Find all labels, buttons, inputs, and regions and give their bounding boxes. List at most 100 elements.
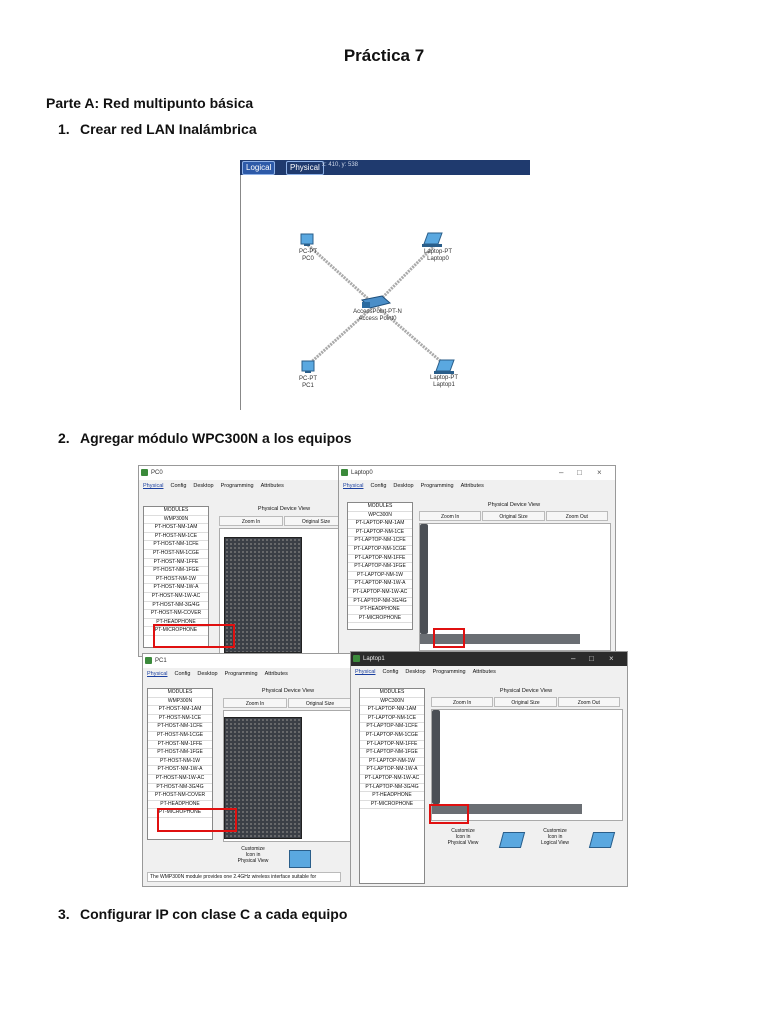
list-item[interactable]: PT-HOST-NM-3G/4G xyxy=(144,602,208,611)
list-item[interactable]: PT-HEADPHONE xyxy=(360,792,424,801)
list-item[interactable]: PT-LAPTOP-NM-1CE xyxy=(360,715,424,724)
list-item[interactable]: PT-LAPTOP-NM-1CFE xyxy=(348,537,412,546)
tab-logical[interactable]: Logical xyxy=(242,161,276,175)
zoom-in-button[interactable]: Zoom In xyxy=(223,698,287,708)
list-item[interactable]: PT-LAPTOP-NM-1FGE xyxy=(360,749,424,758)
list-item[interactable]: PT-HOST-NM-1W xyxy=(144,576,208,585)
list-item[interactable]: PT-LAPTOP-NM-1W-A xyxy=(348,580,412,589)
customize-logical-button[interactable]: Customize Icon in Logical View xyxy=(541,828,569,846)
zoom-in-button[interactable]: Zoom In xyxy=(431,697,494,707)
list-item[interactable]: PT-HOST-NM-1AM xyxy=(148,706,212,715)
tab-attributes[interactable]: Attributes xyxy=(472,669,496,675)
tab-physical[interactable]: Physical xyxy=(286,161,324,175)
tab-physical[interactable]: Physical xyxy=(355,669,376,675)
list-item[interactable]: PT-HOST-NM-1CE xyxy=(144,533,208,542)
list-item[interactable]: PT-MICROPHONE xyxy=(144,627,208,636)
physical-canvas[interactable] xyxy=(219,528,349,656)
list-item[interactable]: WPC300N xyxy=(348,512,412,521)
close-icon[interactable]: × xyxy=(597,468,602,477)
list-item[interactable]: PT-HOST-NM-1W-AC xyxy=(148,775,212,784)
zoom-out-button[interactable]: Zoom Out xyxy=(557,697,620,707)
list-item[interactable]: WMP300N xyxy=(144,516,208,525)
pc0-icon[interactable] xyxy=(300,233,314,246)
pc1-icon[interactable] xyxy=(301,360,315,373)
list-item[interactable]: PT-HOST-NM-1W-AC xyxy=(144,593,208,602)
tab-programming[interactable]: Programming xyxy=(224,671,258,677)
maximize-icon[interactable]: □ xyxy=(589,654,594,663)
list-item[interactable]: PT-HOST-NM-1FGE xyxy=(144,567,208,576)
access-point-icon[interactable] xyxy=(360,295,392,309)
modules-list[interactable]: MODULES WPC300N PT-LAPTOP-NM-1AM PT-LAPT… xyxy=(359,688,425,884)
list-item[interactable]: PT-MICROPHONE xyxy=(148,809,212,818)
close-icon[interactable]: × xyxy=(609,654,614,663)
list-item[interactable]: PT-HOST-NM-1FFE xyxy=(148,741,212,750)
list-item[interactable]: PT-HOST-NM-COVER xyxy=(148,792,212,801)
tab-attributes[interactable]: Attributes xyxy=(264,671,288,677)
tab-programming[interactable]: Programming xyxy=(220,483,254,489)
modules-list[interactable]: MODULES WPC300N PT-LAPTOP-NM-1AM PT-LAPT… xyxy=(347,502,413,630)
maximize-icon[interactable]: □ xyxy=(577,468,582,477)
list-item[interactable]: PT-LAPTOP-NM-1FFE xyxy=(360,741,424,750)
list-item[interactable]: PT-MICROPHONE xyxy=(360,801,424,810)
original-size-button[interactable]: Original Size xyxy=(482,511,545,521)
minimize-icon[interactable]: – xyxy=(559,468,564,477)
tab-attributes[interactable]: Attributes xyxy=(260,483,284,489)
tab-config[interactable]: Config xyxy=(174,671,191,677)
customize-physical-button[interactable]: Customize Icon in Physical View xyxy=(237,846,269,864)
list-item[interactable]: WPC300N xyxy=(360,698,424,707)
list-item[interactable]: PT-LAPTOP-NM-1AM xyxy=(360,706,424,715)
list-item[interactable]: PT-HOST-NM-1CGE xyxy=(144,550,208,559)
list-item[interactable]: PT-HOST-NM-1AM xyxy=(144,524,208,533)
laptop1-icon[interactable] xyxy=(434,359,455,374)
list-item[interactable]: PT-HEADPHONE xyxy=(348,606,412,615)
list-item[interactable]: PT-HOST-NM-1W-A xyxy=(148,766,212,775)
list-item[interactable]: PT-HOST-NM-1CFE xyxy=(148,723,212,732)
tab-physical[interactable]: Physical xyxy=(143,483,164,489)
tab-desktop[interactable]: Desktop xyxy=(405,669,426,675)
tab-physical[interactable]: Physical xyxy=(147,671,168,677)
list-item[interactable]: PT-HOST-NM-1W xyxy=(148,758,212,767)
list-item[interactable]: PT-HOST-NM-1FGE xyxy=(148,749,212,758)
list-item[interactable]: PT-LAPTOP-NM-1FGE xyxy=(348,563,412,572)
tab-desktop[interactable]: Desktop xyxy=(197,671,218,677)
original-size-button[interactable]: Original Size xyxy=(288,698,352,708)
list-item[interactable]: PT-LAPTOP-NM-1W xyxy=(360,758,424,767)
list-item[interactable]: PT-LAPTOP-NM-3G/4G xyxy=(348,598,412,607)
tab-physical[interactable]: Physical xyxy=(343,483,364,489)
laptop0-icon[interactable] xyxy=(422,232,443,247)
list-item[interactable]: PT-HEADPHONE xyxy=(144,619,208,628)
tab-programming[interactable]: Programming xyxy=(432,669,466,675)
list-item[interactable]: PT-HOST-NM-1W-A xyxy=(144,584,208,593)
list-item[interactable]: PT-LAPTOP-NM-1W-AC xyxy=(360,775,424,784)
list-item[interactable]: WMP300N xyxy=(148,698,212,707)
list-item[interactable]: PT-LAPTOP-NM-1CGE xyxy=(348,546,412,555)
list-item[interactable]: PT-HOST-NM-3G/4G xyxy=(148,784,212,793)
tab-desktop[interactable]: Desktop xyxy=(393,483,414,489)
list-item[interactable]: PT-LAPTOP-NM-1W xyxy=(348,572,412,581)
list-item[interactable]: PT-HOST-NM-COVER xyxy=(144,610,208,619)
tab-programming[interactable]: Programming xyxy=(420,483,454,489)
list-item[interactable]: PT-LAPTOP-NM-1CE xyxy=(348,529,412,538)
physical-canvas[interactable] xyxy=(431,709,623,821)
list-item[interactable]: PT-HOST-NM-1CE xyxy=(148,715,212,724)
list-item[interactable]: PT-HOST-NM-1FFE xyxy=(144,559,208,568)
list-item[interactable]: PT-LAPTOP-NM-3G/4G xyxy=(360,784,424,793)
list-item[interactable]: PT-LAPTOP-NM-1W-A xyxy=(360,766,424,775)
zoom-in-button[interactable]: Zoom In xyxy=(419,511,482,521)
tab-attributes[interactable]: Attributes xyxy=(460,483,484,489)
customize-physical-button[interactable]: Customize Icon in Physical View xyxy=(447,828,479,846)
list-item[interactable]: PT-HOST-NM-1CFE xyxy=(144,541,208,550)
minimize-icon[interactable]: – xyxy=(571,654,576,663)
list-item[interactable]: PT-LAPTOP-NM-1W-AC xyxy=(348,589,412,598)
tab-config[interactable]: Config xyxy=(170,483,187,489)
list-item[interactable]: PT-MICROPHONE xyxy=(348,615,412,624)
tab-config[interactable]: Config xyxy=(370,483,387,489)
list-item[interactable]: PT-LAPTOP-NM-1FFE xyxy=(348,555,412,564)
physical-canvas[interactable] xyxy=(223,710,353,842)
tab-desktop[interactable]: Desktop xyxy=(193,483,214,489)
list-item[interactable]: PT-LAPTOP-NM-1AM xyxy=(348,520,412,529)
zoom-in-button[interactable]: Zoom In xyxy=(219,516,283,526)
original-size-button[interactable]: Original Size xyxy=(494,697,557,707)
list-item[interactable]: PT-LAPTOP-NM-1CFE xyxy=(360,723,424,732)
modules-list[interactable]: MODULES WMP300N PT-HOST-NM-1AM PT-HOST-N… xyxy=(147,688,213,840)
